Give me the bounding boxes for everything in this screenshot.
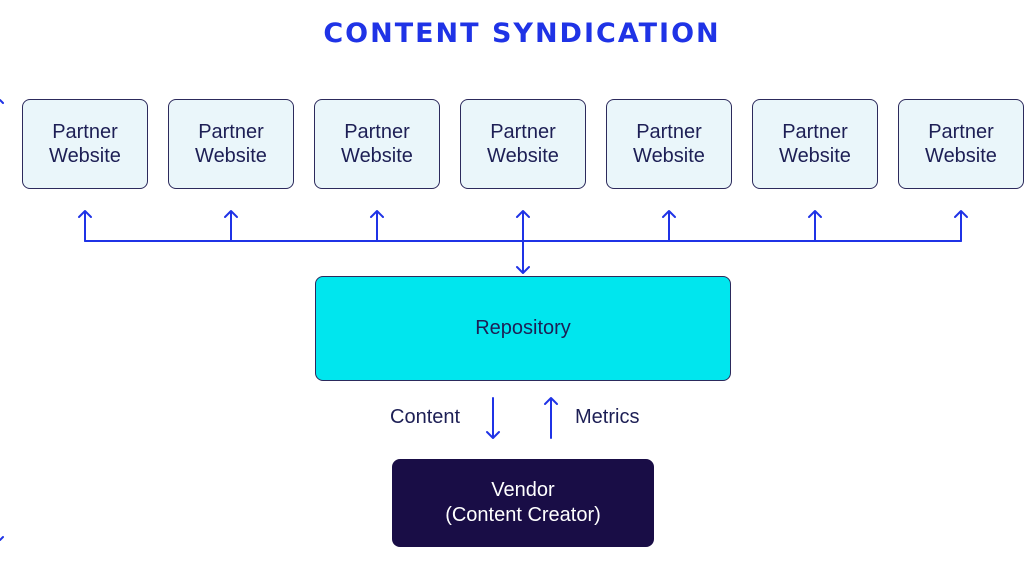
partner-website-6-label: Partner Website <box>779 121 851 167</box>
partner-website-2: Partner Website <box>168 99 294 189</box>
arrow-to-partner-3 <box>370 210 384 242</box>
edge-arrow-fragment-top <box>0 99 4 104</box>
repository-box: Repository <box>315 276 731 381</box>
arrow-to-partner-1 <box>78 210 92 242</box>
edge-arrow-fragment-bottom <box>0 536 4 541</box>
partner-website-4: Partner Website <box>460 99 586 189</box>
partner-website-5-label: Partner Website <box>633 121 705 167</box>
arrow-to-partner-7 <box>954 210 968 242</box>
partner-website-7: Partner Website <box>898 99 1024 189</box>
arrow-repository-to-partner-4 <box>516 210 530 274</box>
partner-website-4-label: Partner Website <box>487 121 559 167</box>
vendor-box: Vendor (Content Creator) <box>392 459 654 547</box>
partner-website-2-label: Partner Website <box>195 121 267 167</box>
arrow-to-partner-2 <box>224 210 238 242</box>
arrow-to-partner-6 <box>808 210 822 242</box>
metrics-up-arrow <box>544 397 558 439</box>
repository-label: Repository <box>475 317 571 339</box>
partner-website-3-label: Partner Website <box>341 121 413 167</box>
vendor-label: Vendor (Content Creator) <box>445 479 601 526</box>
partner-website-1: Partner Website <box>22 99 148 189</box>
metrics-flow-label: Metrics <box>575 406 640 428</box>
content-down-arrow <box>486 397 500 439</box>
partner-website-7-label: Partner Website <box>925 121 997 167</box>
partner-website-6: Partner Website <box>752 99 878 189</box>
content-flow-label: Content <box>390 406 461 428</box>
arrow-to-partner-5 <box>662 210 676 242</box>
partner-website-5: Partner Website <box>606 99 732 189</box>
partner-website-3: Partner Website <box>314 99 440 189</box>
partner-website-1-label: Partner Website <box>49 121 121 167</box>
diagram-title: CONTENT SYNDICATION <box>323 18 721 49</box>
